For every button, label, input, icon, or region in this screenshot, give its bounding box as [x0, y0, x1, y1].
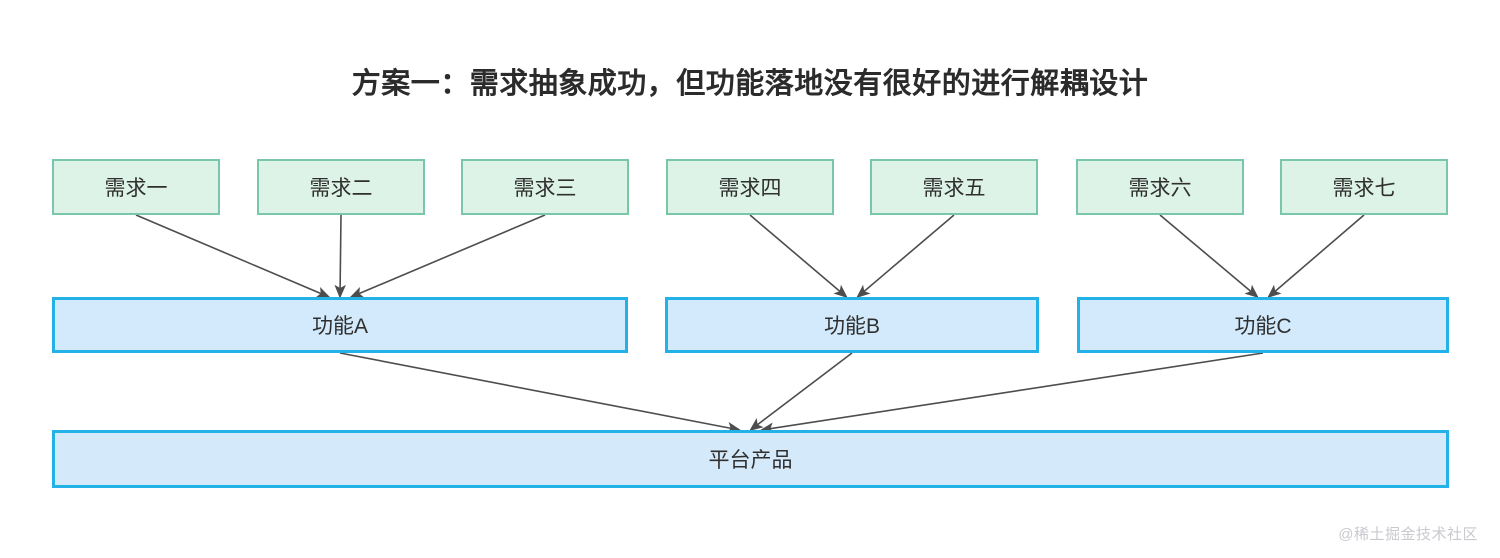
node-label: 需求六 [1128, 177, 1192, 200]
edge-req5-to-funcB [856, 214, 955, 299]
node-label: 需求二 [309, 177, 373, 200]
edge-req6-to-funcC [1159, 214, 1259, 299]
node-label: 功能C [1234, 315, 1292, 338]
edge-req1-to-funcA [135, 214, 331, 298]
node-funcA: 功能A [52, 297, 628, 353]
edge-req4-to-funcB [749, 214, 848, 299]
node-req4: 需求四 [666, 159, 834, 215]
watermark: @稀土掘金技术社区 [1338, 526, 1478, 543]
node-req3: 需求三 [461, 159, 629, 215]
node-funcC: 功能C [1077, 297, 1449, 353]
node-label: 平台产品 [708, 449, 793, 472]
node-label: 需求七 [1332, 177, 1396, 200]
node-label: 需求一 [104, 177, 168, 200]
node-platform: 平台产品 [52, 430, 1449, 488]
edge-funcB-to-platform [749, 352, 853, 431]
edge-req7-to-funcC [1267, 214, 1365, 299]
node-req5: 需求五 [870, 159, 1038, 215]
node-req6: 需求六 [1076, 159, 1244, 215]
node-req7: 需求七 [1280, 159, 1448, 215]
edge-funcA-to-platform [339, 352, 742, 434]
node-label: 功能B [823, 315, 880, 338]
node-req1: 需求一 [52, 159, 220, 215]
node-label: 需求四 [718, 177, 782, 200]
node-label: 功能A [311, 315, 368, 338]
edge-req2-to-funcA [334, 214, 346, 299]
edge-funcC-to-platform [759, 352, 1264, 434]
node-req2: 需求二 [257, 159, 425, 215]
page-title: 方案一：需求抽象成功，但功能落地没有很好的进行解耦设计 [351, 68, 1149, 100]
node-label: 需求五 [922, 177, 986, 200]
node-funcB: 功能B [665, 297, 1039, 353]
node-label: 需求三 [513, 177, 577, 200]
edge-req3-to-funcA [349, 214, 546, 298]
